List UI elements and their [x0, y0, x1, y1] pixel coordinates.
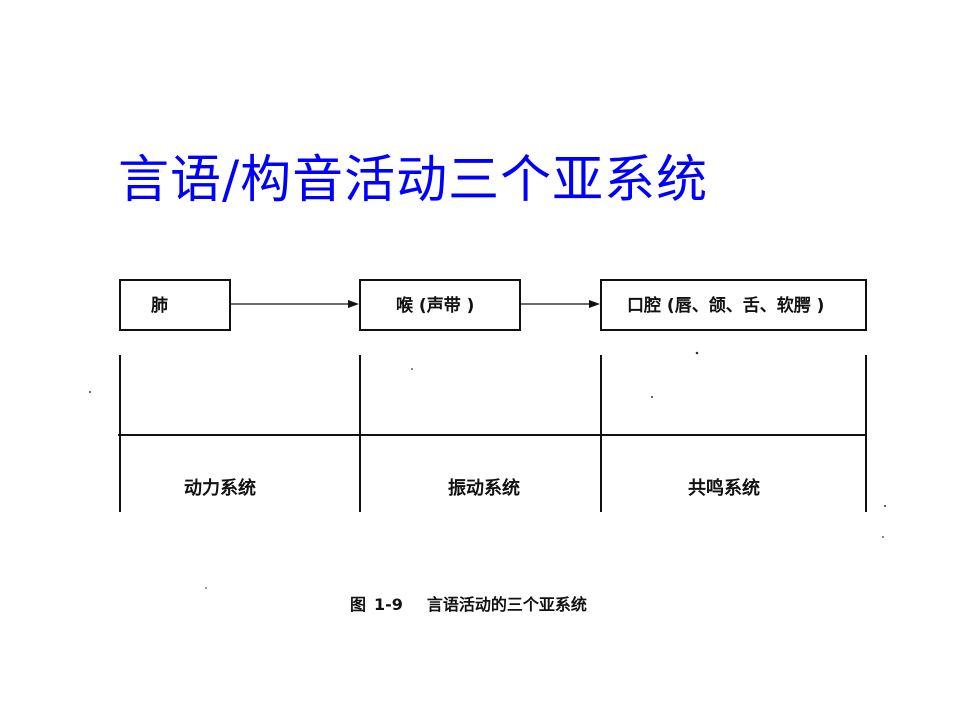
lung-label: 肺 — [151, 296, 168, 316]
resonance-system-label: 共鸣系统 — [688, 477, 760, 499]
vibration-system-label: 振动系统 — [448, 477, 520, 499]
oral-cavity-box — [600, 279, 867, 331]
power-system-label: 动力系统 — [184, 477, 256, 499]
arrow-larynx-to-oral — [520, 300, 600, 308]
oral-cavity-label: 口腔 (唇、颌、舌、软腭 ) — [627, 295, 824, 316]
lung-box — [119, 279, 231, 331]
arrow-lung-to-larynx — [230, 300, 359, 308]
caption-figure-word: 图 — [350, 595, 367, 614]
larynx-label: 喉 (声带 ) — [396, 295, 474, 316]
figure-caption: 图 1-9 言语活动的三个亚系统 — [350, 591, 587, 615]
scan-noise — [89, 351, 886, 589]
larynx-box — [359, 279, 521, 331]
caption-text: 言语活动的三个亚系统 — [426, 595, 587, 614]
slide-title: 言语/构音活动三个亚系统 — [118, 151, 709, 210]
caption-figure-number: 1-9 — [374, 595, 403, 614]
